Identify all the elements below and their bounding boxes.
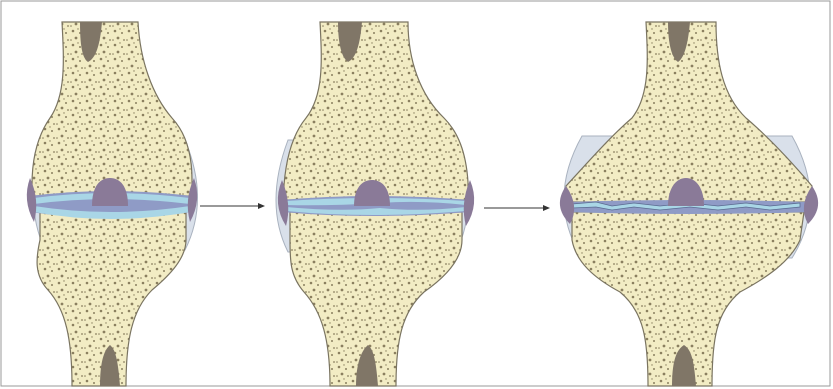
upper-bone xyxy=(566,22,812,202)
stage-2-early-degeneration xyxy=(276,22,474,386)
upper-bone xyxy=(284,22,468,200)
progression-arrow-2 xyxy=(484,205,550,211)
progression-arrow-1 xyxy=(200,203,265,209)
stage-3-advanced-degeneration xyxy=(560,22,818,386)
upper-bone xyxy=(32,22,192,196)
stage-1-normal-joint xyxy=(27,22,198,386)
lower-bone xyxy=(290,212,462,386)
